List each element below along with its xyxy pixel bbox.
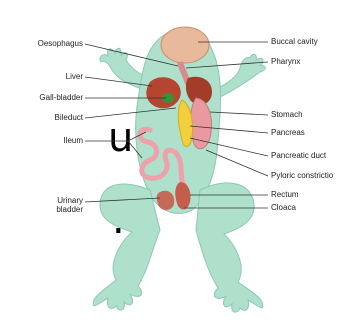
label-cloaca: Cloaca [271, 203, 296, 212]
label-rectum: Rectum [271, 190, 299, 199]
label-urinary-bladder-line1: Urinary [57, 196, 83, 205]
label-urinary-bladder-line2: bladder [56, 205, 83, 214]
label-pharynx: Pharynx [271, 57, 300, 66]
label-liver: Liver [66, 72, 83, 81]
label-pancreatic-duct: Pancreatic duct [271, 151, 326, 160]
label-pyloric-constriction: Pyloric constrictio [271, 171, 333, 180]
label-buccal-cavity: Buccal cavity [271, 37, 318, 46]
label-pancreas: Pancreas [271, 128, 305, 137]
urinary-bladder-organ [157, 191, 175, 210]
label-oesophagus: Oesophagus [38, 39, 83, 48]
label-gall-bladder: Gall-bladder [39, 93, 83, 102]
label-ileum: Ileum [63, 136, 83, 145]
buccal-cavity-organ [161, 27, 209, 63]
label-bileduct: Bileduct [55, 113, 83, 122]
label-stomach: Stomach [271, 110, 303, 119]
